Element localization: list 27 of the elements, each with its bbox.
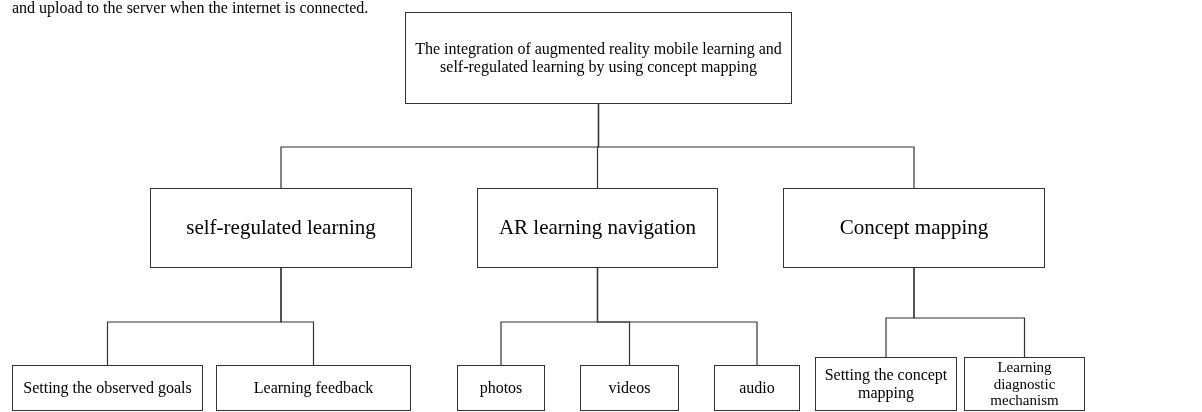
node-text: self-regulated learning: [186, 216, 376, 240]
node-text: photos: [479, 379, 523, 397]
node-text: Learning diagnostic mechanism: [989, 359, 1060, 409]
node-text: Setting the concept mapping: [823, 366, 949, 402]
node-text: Concept mapping: [839, 216, 989, 240]
tree-box: [12, 365, 203, 411]
tree-box: [783, 188, 1045, 268]
node-text: Learning feedback: [253, 379, 374, 397]
note-text: and upload to the server when the internet is connected.: [12, 0, 369, 17]
tree-box: [714, 365, 800, 411]
node-text: audio: [739, 379, 775, 397]
node-text: AR learning navigation: [498, 216, 697, 240]
tree-box: [477, 188, 718, 268]
tree-box: [150, 188, 412, 268]
node-text: Setting the observed goals: [23, 379, 192, 397]
node-text: The integration of augmented reality mobile learning and self-regulated learning by using concept mapping: [414, 40, 783, 76]
tree-box: [964, 357, 1085, 411]
tree-box: [405, 12, 792, 104]
tree-box: [815, 357, 957, 411]
connector-line: [597, 103, 915, 189]
connector-line: [596, 267, 758, 366]
node-text: videos: [608, 379, 651, 397]
tree-box: [216, 365, 411, 411]
tree-box: [457, 365, 545, 411]
connector-line: [913, 267, 1026, 358]
connector-line: [280, 267, 315, 366]
tree-box: [580, 365, 679, 411]
